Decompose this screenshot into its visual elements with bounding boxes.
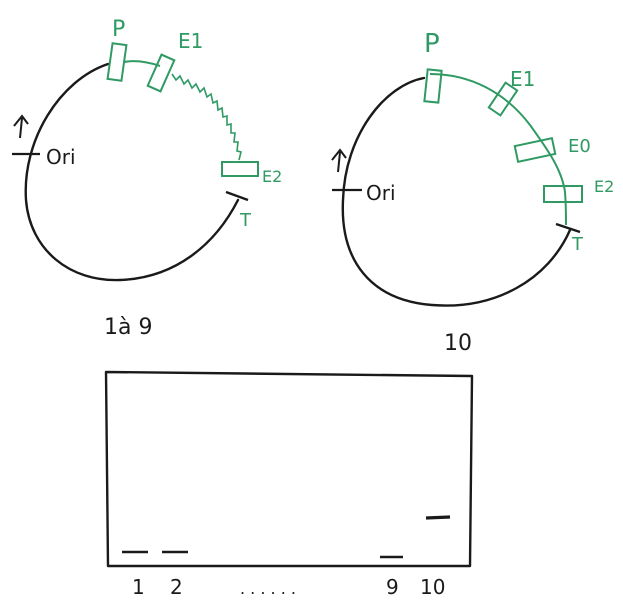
plasmid-left-label-e2: E2 bbox=[262, 167, 282, 186]
plasmid-right-backbone bbox=[341, 76, 572, 307]
plasmid-right-caption: 10 bbox=[444, 331, 472, 356]
plasmid-left: P E1 E2 T Ori 1à 9 bbox=[12, 17, 282, 340]
gel-lane-label-9: 9 bbox=[386, 575, 399, 599]
plasmid-right-e0-box bbox=[513, 137, 557, 163]
gel-lane-label-2: 2 bbox=[170, 575, 183, 599]
gel-band-lane-10 bbox=[425, 515, 451, 520]
gel-lane-label-dots: . . . . . . bbox=[240, 579, 296, 598]
plasmid-right-promoter-box bbox=[423, 68, 443, 104]
plasmid-right-ori-arrow bbox=[331, 148, 347, 173]
gel-lane-label-10: 10 bbox=[420, 575, 445, 599]
plasmid-left-e1-box bbox=[146, 53, 176, 93]
plasmid-left-e2-box bbox=[221, 161, 259, 177]
plasmid-right-label-t: T bbox=[571, 234, 584, 255]
plasmid-left-terminator-tick bbox=[225, 190, 249, 202]
plasmid-right-label-p: P bbox=[424, 29, 440, 59]
plasmid-left-linker bbox=[123, 60, 161, 67]
plasmid-left-deleted-region bbox=[171, 73, 242, 161]
plasmid-right: P E1 E0 E2 T Ori 10 bbox=[331, 29, 614, 356]
plasmid-right-label-e0: E0 bbox=[568, 136, 591, 157]
plasmid-right-label-ori: Ori bbox=[366, 181, 396, 205]
plasmid-left-label-e1: E1 bbox=[178, 29, 203, 53]
plasmid-right-e2-box bbox=[543, 185, 583, 203]
plasmid-left-ori-arrow bbox=[13, 114, 29, 139]
gel-lane-label-1: 1 bbox=[132, 575, 145, 599]
gel-outline bbox=[104, 370, 474, 568]
plasmid-right-label-e2: E2 bbox=[594, 177, 614, 196]
plasmid-left-label-p: P bbox=[112, 17, 125, 42]
plasmid-right-label-e1: E1 bbox=[510, 67, 535, 91]
plasmid-right-terminator-tick bbox=[555, 222, 581, 234]
plasmid-left-promoter-box bbox=[106, 42, 128, 82]
plasmid-left-label-t: T bbox=[239, 210, 252, 231]
plasmid-right-insert-line bbox=[429, 73, 567, 226]
plasmid-right-e1-box bbox=[487, 81, 519, 117]
plasmid-left-label-ori: Ori bbox=[46, 145, 76, 169]
plasmid-left-backbone bbox=[24, 62, 240, 282]
plasmid-left-caption: 1à 9 bbox=[104, 315, 152, 340]
gel: 1 2 . . . . . . 9 10 bbox=[104, 370, 474, 599]
